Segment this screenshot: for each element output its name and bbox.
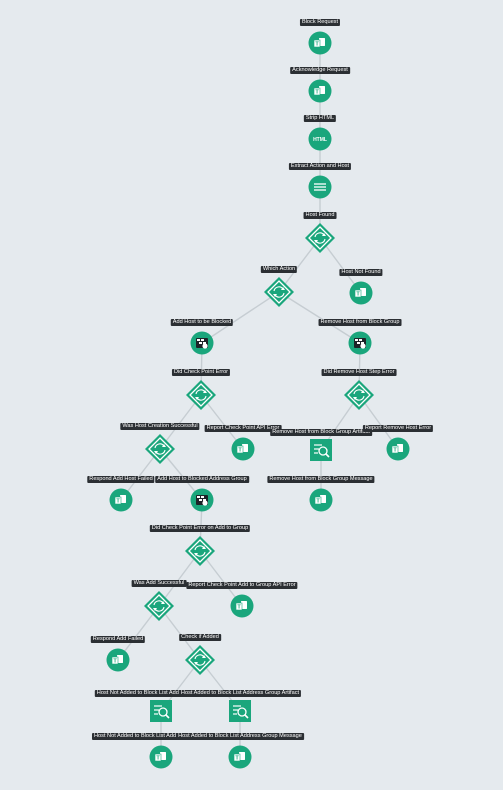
edge-n19-n21 xyxy=(199,550,243,607)
message-icon: T xyxy=(309,488,333,512)
node-label: Add Host to Blocked Address Group xyxy=(155,476,249,483)
node-label: Report Check Point API Error xyxy=(204,425,282,432)
edge-n5-n6 xyxy=(278,237,321,293)
artifact-icon xyxy=(229,700,251,722)
decision-icon xyxy=(185,645,215,675)
svg-text:T: T xyxy=(316,499,320,505)
message-icon: T xyxy=(106,648,130,672)
node-label: Host Found xyxy=(303,212,337,219)
artifact-icon xyxy=(310,439,332,461)
svg-text:T: T xyxy=(235,756,239,762)
svg-text:T: T xyxy=(315,42,319,48)
node-label: Host Added to Block List Address Group A… xyxy=(178,690,302,697)
node-label: Report Remove Host Error xyxy=(362,425,434,432)
decision-icon xyxy=(305,223,335,253)
message-icon: T xyxy=(308,31,332,55)
node-label: Did Check Point Error on Add to Group xyxy=(149,525,251,532)
node-label: Was Host Creation Successful xyxy=(120,423,200,430)
edge-n19-n20 xyxy=(158,550,201,607)
node-label: Block Request xyxy=(299,19,341,26)
svg-text:T: T xyxy=(238,448,242,454)
decision-icon xyxy=(186,380,216,410)
svg-text:T: T xyxy=(237,605,241,611)
node-label: Did Remove Host Step Error xyxy=(321,369,397,376)
node-label: Host Not Found xyxy=(339,269,383,276)
firewall-icon xyxy=(190,331,214,355)
decision-icon xyxy=(144,591,174,621)
decision-icon xyxy=(344,380,374,410)
message-icon: T xyxy=(228,745,252,769)
message-icon: T xyxy=(308,79,332,103)
node-label: Add Host to be Blocked xyxy=(170,319,234,326)
node-label: Was Add Successful xyxy=(131,580,187,587)
edge-n6-n8 xyxy=(201,291,280,344)
message-icon: T xyxy=(349,281,373,305)
edge-n20-n23 xyxy=(158,605,201,661)
html-icon: HTML xyxy=(308,127,332,151)
node-label: Host Not Added to Block List Address Gro… xyxy=(91,733,231,740)
node-label: Remove Host from Block Group Message xyxy=(267,476,375,483)
svg-text:T: T xyxy=(315,90,319,96)
node-label: Host Added to Block List Address Group M… xyxy=(176,733,304,740)
svg-text:T: T xyxy=(356,292,360,298)
node-label: Report Check Point Add to Group API Erro… xyxy=(186,582,298,589)
extract-icon xyxy=(308,175,332,199)
message-icon: T xyxy=(149,745,173,769)
node-label: Which Action xyxy=(260,266,298,273)
firewall-icon xyxy=(348,331,372,355)
message-icon: T xyxy=(109,488,133,512)
artifact-icon xyxy=(150,700,172,722)
edge-n10-n12 xyxy=(159,394,202,450)
svg-text:T: T xyxy=(156,756,160,762)
decision-icon xyxy=(145,434,175,464)
message-icon: T xyxy=(230,594,254,618)
node-label: Respond Add Host Failed xyxy=(87,476,155,483)
node-label: Did Check Point Error xyxy=(171,369,231,376)
node-label: Check if Added xyxy=(179,634,221,641)
node-label: Remove Host from Block Group Artifact xyxy=(270,429,372,436)
node-label: Strip HTML xyxy=(303,115,337,122)
decision-icon xyxy=(264,277,294,307)
svg-text:T: T xyxy=(116,499,120,505)
message-icon: T xyxy=(231,437,255,461)
node-label: Host Not Added to Block List Address Gro… xyxy=(94,690,228,697)
firewall-icon xyxy=(190,488,214,512)
node-label: Remove Host from Block Group xyxy=(318,319,402,326)
svg-text:HTML: HTML xyxy=(313,137,327,143)
decision-icon xyxy=(185,536,215,566)
node-label: Extract Action and Host xyxy=(288,163,352,170)
node-label: Acknowledge Request xyxy=(290,67,350,74)
message-icon: T xyxy=(386,437,410,461)
svg-text:T: T xyxy=(393,448,397,454)
node-label: Respond Add Failed xyxy=(90,636,146,643)
svg-text:T: T xyxy=(113,659,117,665)
edge-n6-n9 xyxy=(278,291,361,344)
